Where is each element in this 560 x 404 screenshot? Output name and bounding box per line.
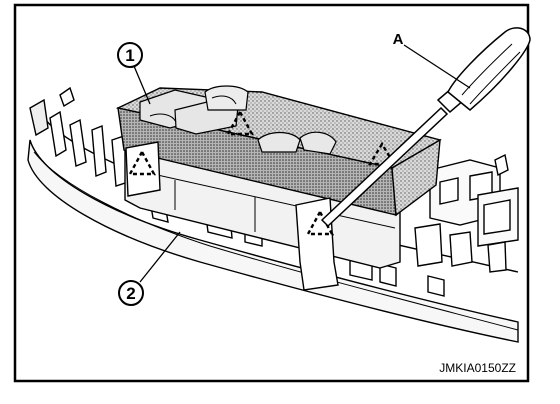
leader-line-2: [139, 231, 181, 283]
callout-1-circle: [117, 42, 143, 68]
pawl-marker-left-overlay: [127, 149, 157, 176]
screwdriver-tool: [320, 27, 531, 228]
callout-2-circle: [118, 280, 144, 306]
figure-code: JMKIA0150ZZ: [439, 361, 516, 375]
callout-2-label: 2: [126, 284, 135, 303]
tool-label-a: A: [393, 31, 404, 48]
callout-2: 2: [118, 280, 144, 306]
leader-lines: [133, 44, 471, 283]
leader-line-a: [403, 44, 471, 89]
callout-1-label: 1: [125, 46, 134, 65]
callout-1: 1: [117, 42, 143, 68]
leader-line-1: [133, 65, 151, 105]
pawl-marker-top: [225, 109, 255, 136]
pawl-marker-front-overlay: [305, 209, 335, 236]
